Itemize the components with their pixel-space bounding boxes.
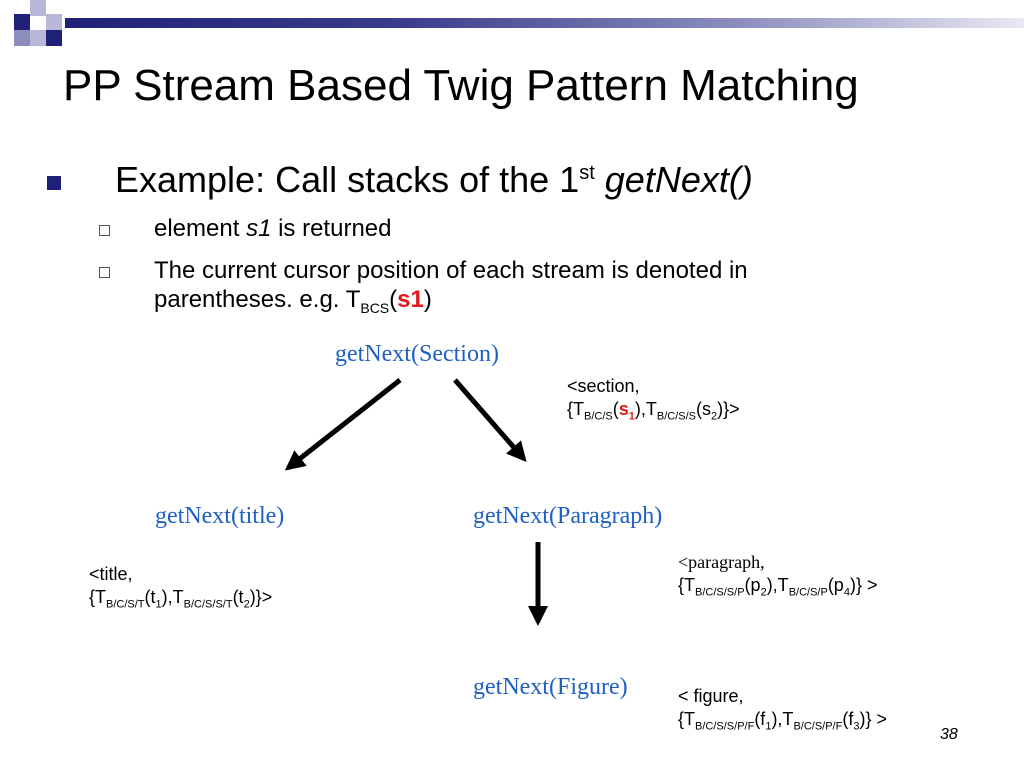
arrow-section-to-title xyxy=(284,378,402,471)
hollow-square-icon xyxy=(99,267,110,278)
sub-bullet-2: The current cursor position of each stre… xyxy=(154,257,748,316)
arrow-section-to-paragraph xyxy=(453,378,527,463)
bullet-square-icon xyxy=(47,176,61,190)
note-figure: < figure, {TB/C/S/S/P/F(f1),TB/C/S/P/F(f… xyxy=(678,686,887,733)
node-getnext-title: getNext(title) xyxy=(155,503,285,529)
node-getnext-paragraph: getNext(Paragraph) xyxy=(473,503,663,529)
node-getnext-section: getNext(Section) xyxy=(335,341,499,367)
corner-decoration xyxy=(0,0,66,66)
sub-bullet-1: element s1 is returned xyxy=(154,215,392,242)
page-number: 38 xyxy=(940,726,958,743)
main-bullet: Example: Call stacks of the 1st getNext(… xyxy=(115,159,753,200)
node-getnext-figure: getNext(Figure) xyxy=(473,674,628,700)
hollow-square-icon xyxy=(99,225,110,236)
note-section: <section, {TB/C/S(s1),TB/C/S/S(s2)}> xyxy=(567,376,740,423)
header-bar xyxy=(65,18,1024,28)
note-paragraph: <paragraph, {TB/C/S/S/P(p2),TB/C/S/P(p4)… xyxy=(678,552,878,599)
note-title: <title, {TB/C/S/T(t1),TB/C/S/S/T(t2)}> xyxy=(89,564,273,611)
slide-title: PP Stream Based Twig Pattern Matching xyxy=(63,61,859,110)
